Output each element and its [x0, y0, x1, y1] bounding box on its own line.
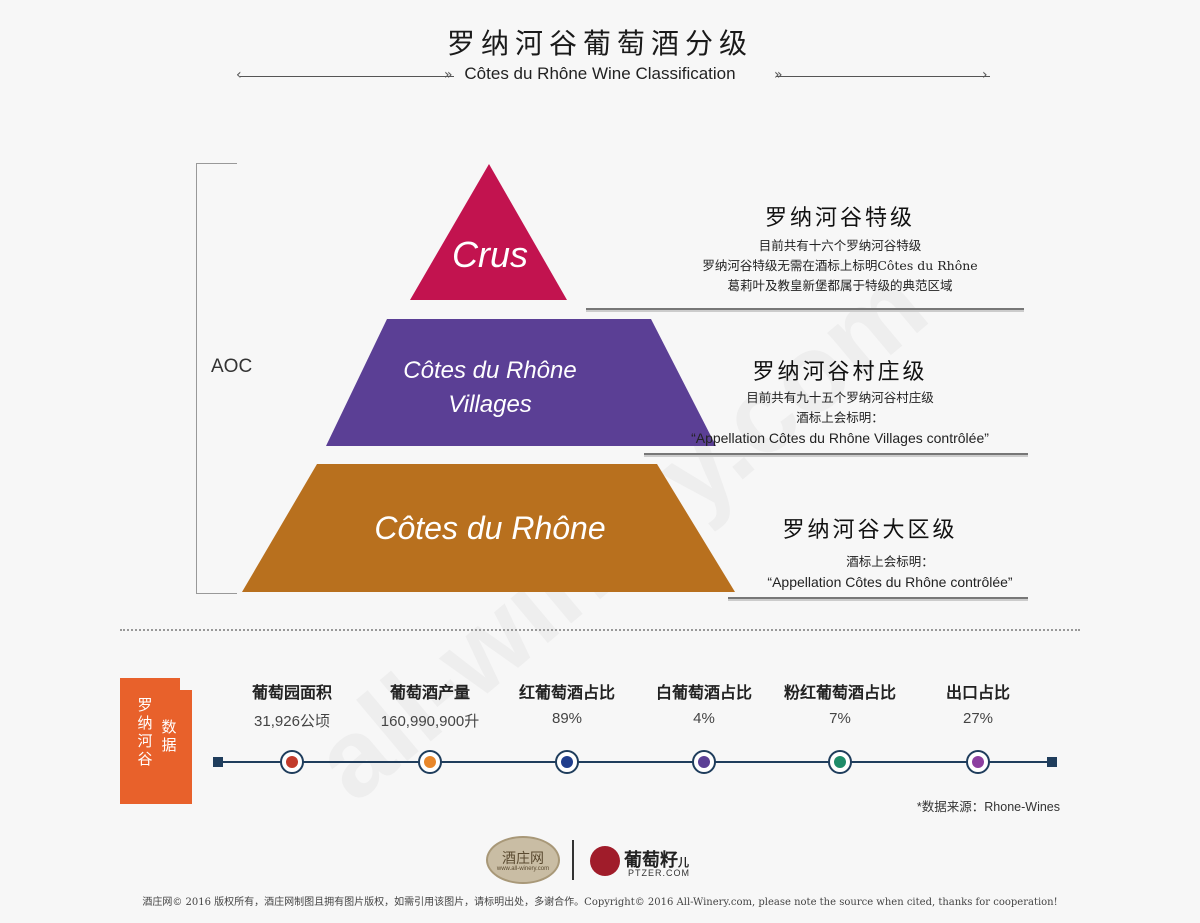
tier-label-villages-line1: Côtes du Rhône — [403, 357, 577, 384]
stat-marker — [828, 750, 852, 774]
tier-label-cotes-du-rhone: Côtes du Rhône — [374, 510, 606, 546]
stat-value: 31,926公顷 — [254, 713, 330, 730]
stat-value: 89% — [551, 710, 583, 727]
tier-desc-crus-line1: 目前共有十六个罗纳河谷特级 — [758, 238, 922, 253]
stat-marker-dot — [698, 756, 710, 768]
side-tag-col1: 罗纳河谷 — [137, 696, 153, 768]
stat-value: 27% — [962, 710, 994, 727]
stat-marker — [555, 750, 579, 774]
tier-label-villages-line2: Villages — [448, 391, 532, 418]
tier-heading-villages: 罗纳河谷村庄级 — [752, 360, 928, 385]
tier-heading-cotes-du-rhone: 罗纳河谷大区级 — [782, 518, 958, 543]
copyright-footer: 酒庄网© 2016 版权所有，酒庄网制图且拥有图片版权，如需引用该图片，请标明出… — [142, 897, 1058, 908]
ptzer-logo-url: PTZER.COM — [628, 868, 690, 878]
stat-value: 7% — [829, 710, 851, 727]
ptzer-logo-icon — [590, 846, 620, 876]
tier-label-crus: Crus — [451, 234, 528, 275]
stat-label: 出口占比 — [945, 683, 1010, 702]
data-side-tag: 罗纳河谷 数据 — [120, 678, 192, 804]
stat-marker — [418, 750, 442, 774]
ptzer-logo-name-suffix: 儿 — [678, 856, 689, 869]
tier-desc-cotes-line1: 酒标上会标明： — [846, 554, 934, 569]
stat-marker-dot — [972, 756, 984, 768]
pyramid-tier-cotes-du-rhone — [242, 464, 735, 592]
stat-marker-dot — [561, 756, 573, 768]
tier-desc-villages: 目前共有九十五个罗纳河谷村庄级 酒标上会标明： “Appellation Côt… — [640, 388, 1040, 448]
tier-desc-villages-line1: 目前共有九十五个罗纳河谷村庄级 — [746, 390, 934, 405]
tier-desc-villages-line2: 酒标上会标明： — [796, 410, 884, 425]
side-tag-corner — [180, 678, 192, 690]
section-divider — [120, 629, 1080, 631]
ptzer-logo-name: 葡萄籽儿 — [624, 846, 689, 872]
pyramid-diagram — [242, 164, 735, 592]
logo1-text: 酒庄网 — [502, 851, 544, 867]
pyramid-tier-villages — [326, 319, 716, 446]
stat-label: 粉红葡萄酒占比 — [783, 683, 896, 702]
tier-desc-crus: 目前共有十六个罗纳河谷特级 罗纳河谷特级无需在酒标上标明Côtes du Rhô… — [640, 236, 1040, 296]
tier-desc-crus-line3: 葛莉叶及教皇新堡都属于特级的典范区域 — [727, 278, 953, 293]
stat-marker — [280, 750, 304, 774]
aoc-label: AOC — [211, 356, 253, 377]
pyramid-tier-crus — [410, 164, 567, 300]
right-chevron-icon: » — [774, 67, 783, 83]
aoc-bracket — [196, 163, 237, 594]
stat-label: 白葡萄酒占比 — [655, 683, 752, 702]
page-subtitle: Côtes du Rhône Wine Classification — [464, 64, 736, 83]
tier-desc-cotes-line2: “Appellation Côtes du Rhône contrôlée” — [767, 574, 1013, 590]
side-tag-col2: 数据 — [161, 718, 177, 754]
tier-underline-crus — [586, 308, 1024, 310]
tier-label-villages: Côtes du Rhône Villages — [360, 354, 620, 422]
tier-heading-crus: 罗纳河谷特级 — [764, 206, 915, 231]
left-arrow-icon: ‹ — [236, 67, 242, 83]
timeline-end-marker — [1047, 757, 1057, 767]
logo-divider — [572, 840, 574, 880]
stat-label: 葡萄酒产量 — [389, 683, 470, 702]
left-chevron-icon: » — [444, 67, 453, 83]
stat-value: 160,990,900升 — [380, 713, 480, 730]
ptzer-logo-name-main: 葡萄籽 — [624, 850, 678, 871]
tier-underline-cotes-du-rhone — [728, 597, 1028, 599]
stat-marker — [692, 750, 716, 774]
stat-marker-dot — [424, 756, 436, 768]
logo1-subtext: www.all-winery.com — [496, 866, 550, 872]
stat-marker-dot — [286, 756, 298, 768]
stat-marker-dot — [834, 756, 846, 768]
data-source: *数据来源：Rhone-Wines — [916, 800, 1060, 814]
tier-desc-crus-line2: 罗纳河谷特级无需在酒标上标明Côtes du Rhône — [702, 258, 978, 273]
tier-desc-villages-line3: “Appellation Côtes du Rhône Villages con… — [691, 430, 989, 446]
tier-desc-cotes-du-rhone: 酒标上会标明： “Appellation Côtes du Rhône cont… — [690, 552, 1090, 592]
stat-label: 葡萄园面积 — [251, 683, 332, 702]
timeline-start-marker — [213, 757, 223, 767]
timeline-line — [218, 761, 1052, 763]
left-arrow-line — [240, 76, 454, 77]
right-arrow-icon: › — [982, 67, 988, 83]
page-title: 罗纳河谷葡萄酒分级 — [446, 27, 753, 60]
right-arrow-line — [776, 76, 990, 77]
stat-label: 红葡萄酒占比 — [518, 683, 615, 702]
stat-value: 4% — [693, 710, 715, 727]
stat-marker — [966, 750, 990, 774]
tier-underline-villages — [644, 453, 1028, 455]
all-winery-logo: 酒庄网 www.all-winery.com — [486, 836, 560, 884]
